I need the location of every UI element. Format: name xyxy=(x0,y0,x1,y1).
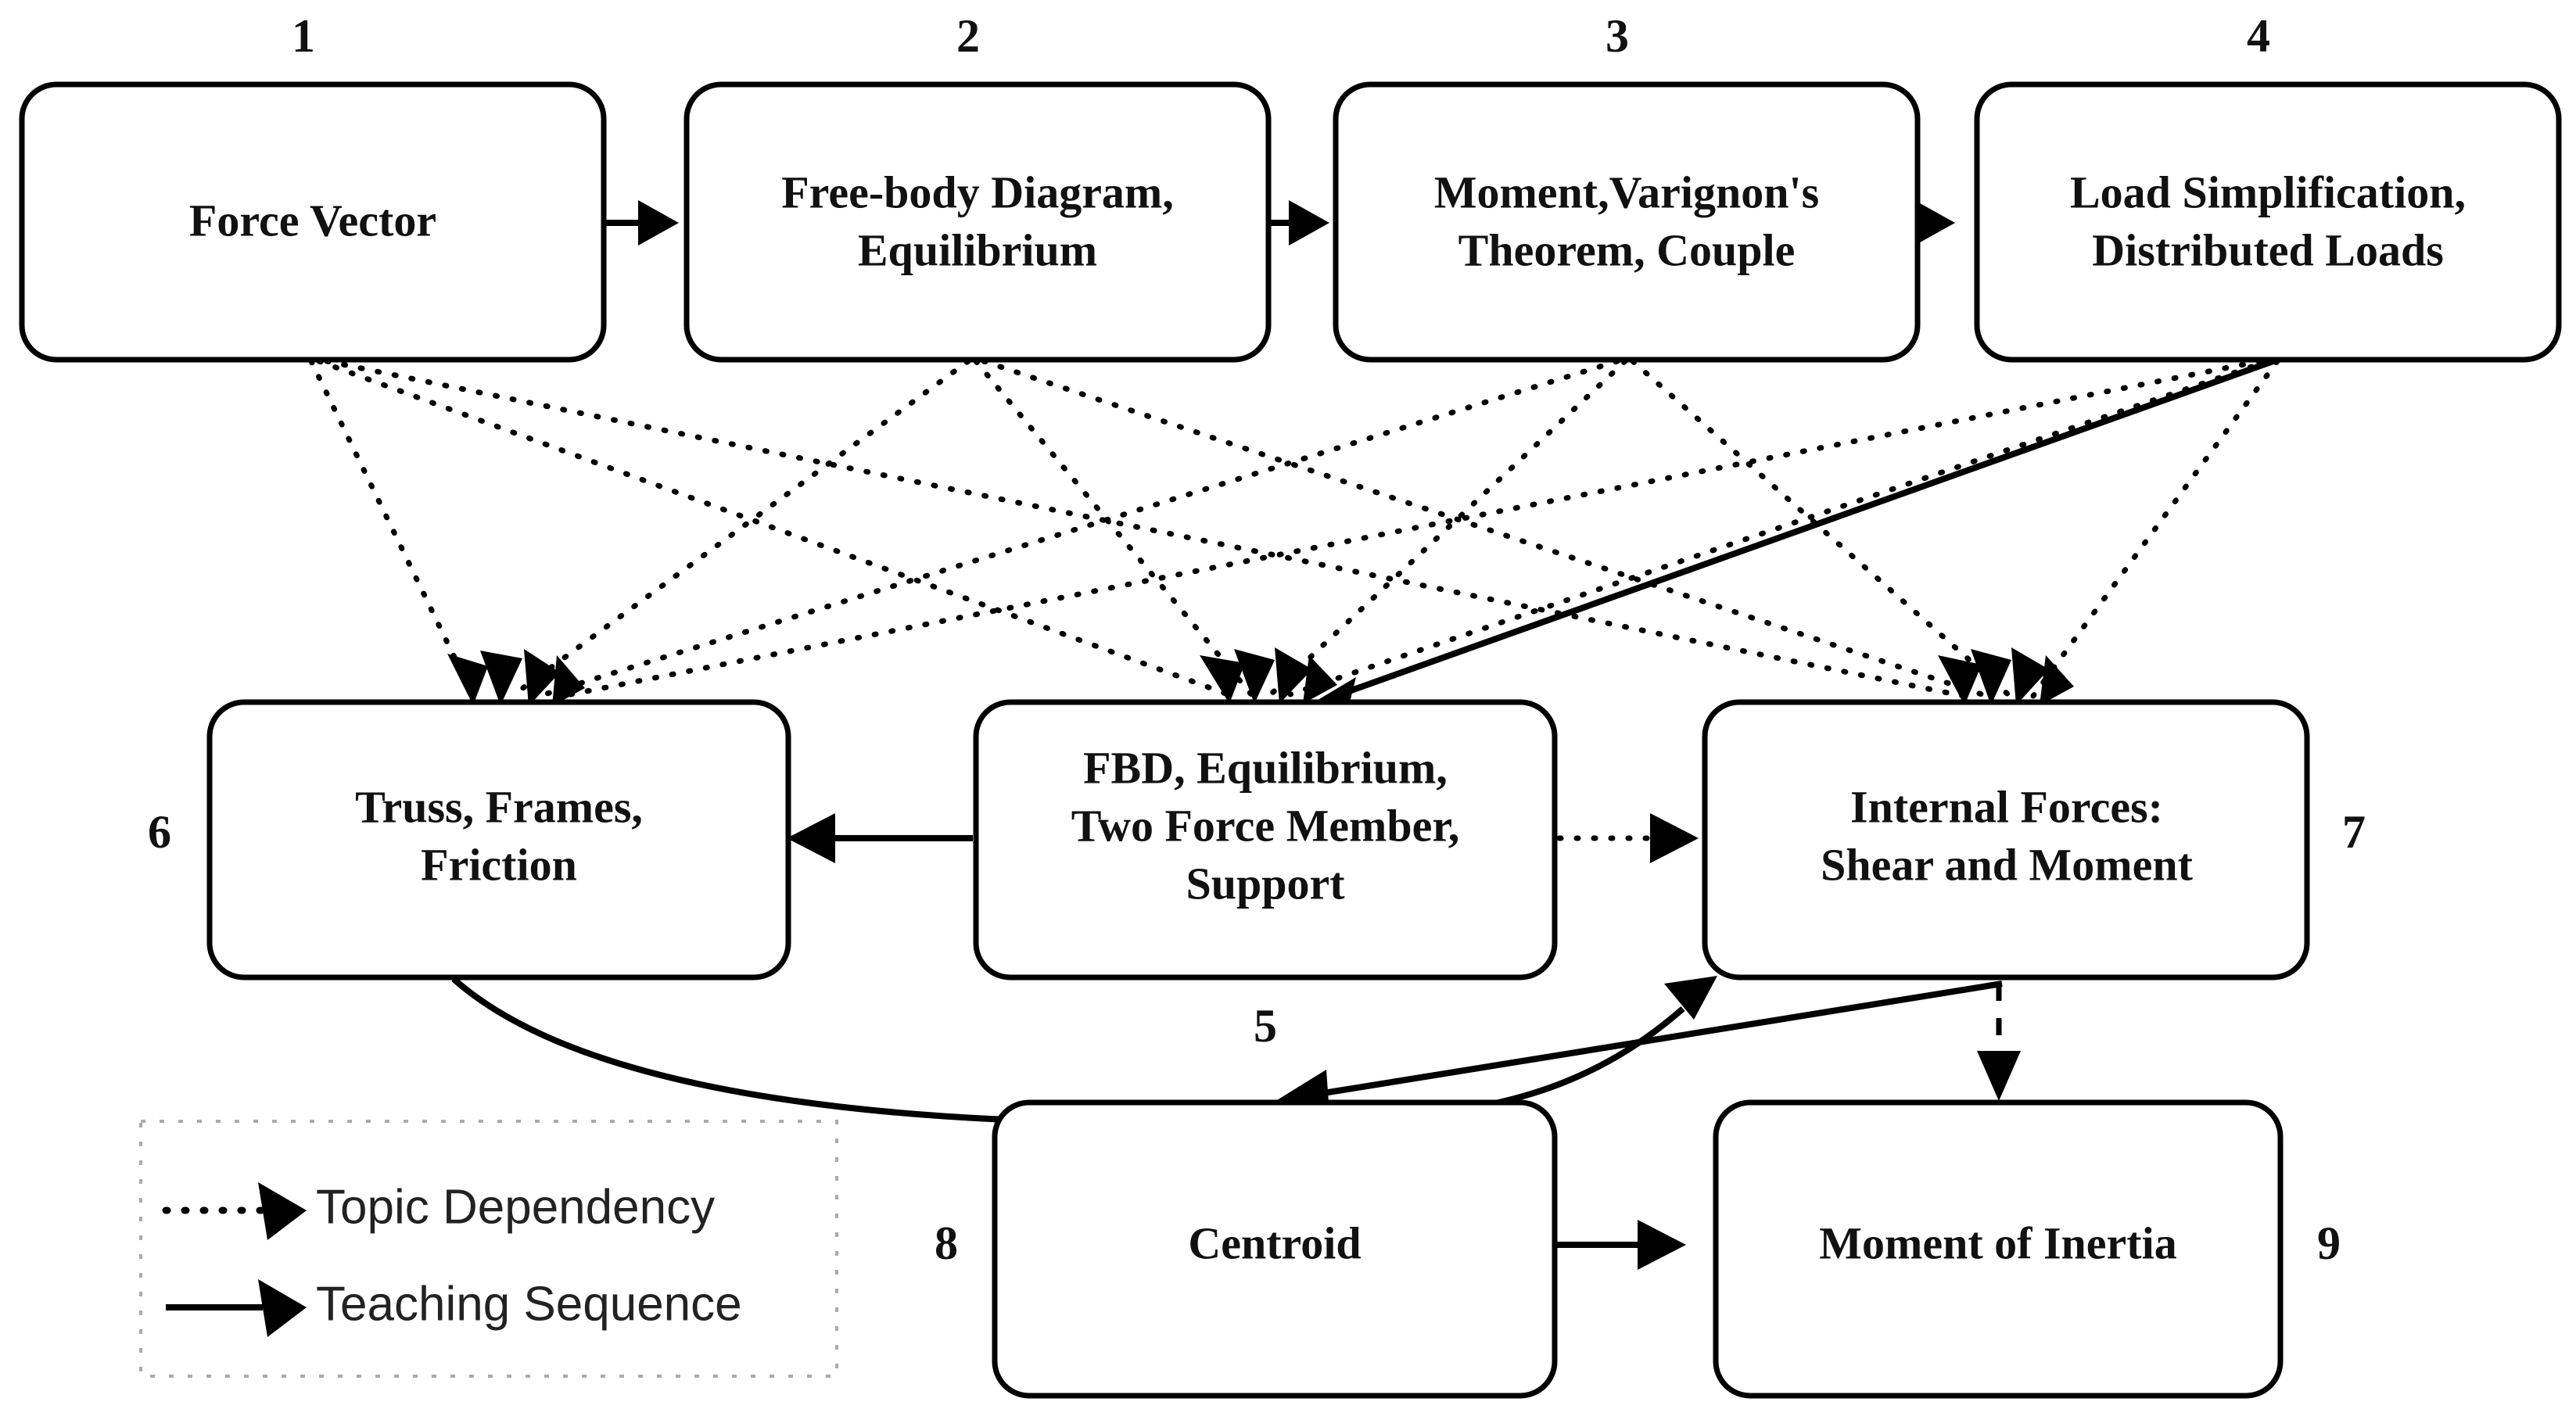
arrowhead-icon xyxy=(480,651,522,705)
edge-1-to-6 xyxy=(308,358,476,699)
node-box[interactable] xyxy=(1702,699,2310,981)
arrowhead-icon xyxy=(552,655,585,706)
arrowhead-icon xyxy=(1977,1051,2021,1101)
node-index: 3 xyxy=(1606,10,1629,62)
node-force-vector[interactable]: Force Vector 1 xyxy=(19,10,607,363)
edge-7-to-8 xyxy=(1313,981,2003,1098)
node-box[interactable] xyxy=(1974,81,2562,363)
node-box[interactable] xyxy=(206,699,791,981)
legend-label: Topic Dependency xyxy=(316,1180,715,1234)
arrowhead-icon xyxy=(1234,649,1275,704)
legend-label: Teaching Sequence xyxy=(316,1277,742,1331)
arrowhead-icon xyxy=(258,1182,307,1240)
node-label-line: Support xyxy=(1186,858,1345,909)
arrowhead-icon xyxy=(1289,200,1329,246)
node-fbd-equilibrium-two-force-member-support[interactable]: FBD, Equilibrium, Two Force Member, Supp… xyxy=(973,699,1558,1052)
node-label-line: Centroid xyxy=(1188,1217,1361,1268)
node-label-line: FBD, Equilibrium, xyxy=(1083,742,1448,793)
arrowhead-icon xyxy=(1638,1220,1686,1270)
node-label-line: Two Force Member, xyxy=(1071,800,1460,851)
arrowhead-icon xyxy=(1303,655,1337,704)
legend: Topic Dependency Teaching Sequence xyxy=(139,1120,838,1378)
edge-3-to-5 xyxy=(1268,358,1628,697)
node-index: 6 xyxy=(148,806,171,858)
node-label-line: Moment of Inertia xyxy=(1819,1217,2176,1268)
node-label-line: Force Vector xyxy=(189,195,436,246)
node-box[interactable] xyxy=(683,81,1272,363)
node-index: 4 xyxy=(2247,10,2270,62)
edge-3-to-6 xyxy=(536,358,1620,699)
legend-border xyxy=(139,1120,838,1378)
edge-4-to-6 xyxy=(560,358,2263,699)
edge-1-to-7 xyxy=(324,358,1966,699)
node-box[interactable] xyxy=(19,81,607,363)
arrowhead-icon xyxy=(1971,649,2011,705)
arrowhead-icon xyxy=(1200,655,1245,704)
edge-2-to-7 xyxy=(981,358,1989,699)
node-label-line: Shear and Moment xyxy=(1821,839,2194,890)
node-index: 1 xyxy=(292,10,315,62)
node-label-line: Theorem, Couple xyxy=(1458,224,1796,275)
arrowhead-icon xyxy=(1650,813,1699,863)
edge-2-to-5 xyxy=(973,358,1254,697)
node-index: 9 xyxy=(2317,1217,2341,1269)
arrowhead-icon xyxy=(787,813,835,863)
arrowhead-icon xyxy=(2040,655,2074,705)
node-box[interactable] xyxy=(1333,81,1921,363)
node-label-line: Friction xyxy=(421,839,577,890)
node-label-line: Equilibrium xyxy=(858,224,1097,275)
node-label-line: Moment,Varignon's xyxy=(1434,167,1820,217)
node-centroid[interactable]: Centroid 8 xyxy=(935,1099,1558,1399)
arrowhead-icon xyxy=(2011,647,2049,705)
node-moment-of-inertia[interactable]: Moment of Inertia 9 xyxy=(1713,1099,2341,1399)
legend-item-teaching-sequence: Teaching Sequence xyxy=(166,1277,742,1337)
node-label-line: Load Simplification, xyxy=(2070,167,2466,217)
edge-1-to-5 xyxy=(316,358,1231,697)
node-index: 8 xyxy=(935,1217,958,1269)
inner-dependency-edges xyxy=(1556,813,2021,1101)
edge-4-to-7 xyxy=(2030,358,2280,699)
node-box[interactable] xyxy=(973,699,1558,981)
edge-4-to-5 xyxy=(1328,355,2284,701)
node-label-line: Distributed Loads xyxy=(2092,224,2444,275)
arrowhead-icon xyxy=(1275,647,1312,704)
edge-3-to-7 xyxy=(1630,358,2013,699)
arrowhead-icon xyxy=(1914,200,1955,246)
node-free-body-diagram-equilibrium[interactable]: Free-body Diagram, Equilibrium 2 xyxy=(683,10,1272,363)
arrowhead-icon xyxy=(447,654,488,705)
topic-dependency-edges xyxy=(308,358,2280,699)
node-index: 7 xyxy=(2342,806,2366,858)
arrowhead-icon xyxy=(524,649,560,706)
arrowhead-icon xyxy=(1938,655,1982,705)
edge-4-to-5 xyxy=(1287,358,2271,697)
node-box[interactable] xyxy=(1713,1099,2284,1399)
dependency-arrowheads xyxy=(447,647,2074,706)
node-label-line: Internal Forces: xyxy=(1850,781,2163,832)
node-internal-forces-shear-and-moment[interactable]: Internal Forces: Shear and Moment 7 xyxy=(1702,699,2366,981)
node-truss-frames-friction[interactable]: Truss, Frames, Friction 6 xyxy=(148,699,791,981)
node-label-line: Truss, Frames, xyxy=(355,781,643,832)
arrowhead-icon xyxy=(1664,976,1717,1020)
arrowhead-icon xyxy=(258,1279,307,1337)
node-moment-varignon-theorem-couple[interactable]: Moment,Varignon's Theorem, Couple 3 xyxy=(1333,10,1921,363)
arrowhead-icon xyxy=(638,200,679,246)
legend-item-topic-dependency: Topic Dependency xyxy=(162,1180,715,1240)
node-load-simplification-distributed-loads[interactable]: Load Simplification, Distributed Loads 4 xyxy=(1974,10,2562,363)
node-box[interactable] xyxy=(992,1099,1558,1399)
node-index: 2 xyxy=(956,10,980,62)
node-index: 5 xyxy=(1254,1000,1277,1052)
node-label-line: Free-body Diagram, xyxy=(781,167,1174,217)
